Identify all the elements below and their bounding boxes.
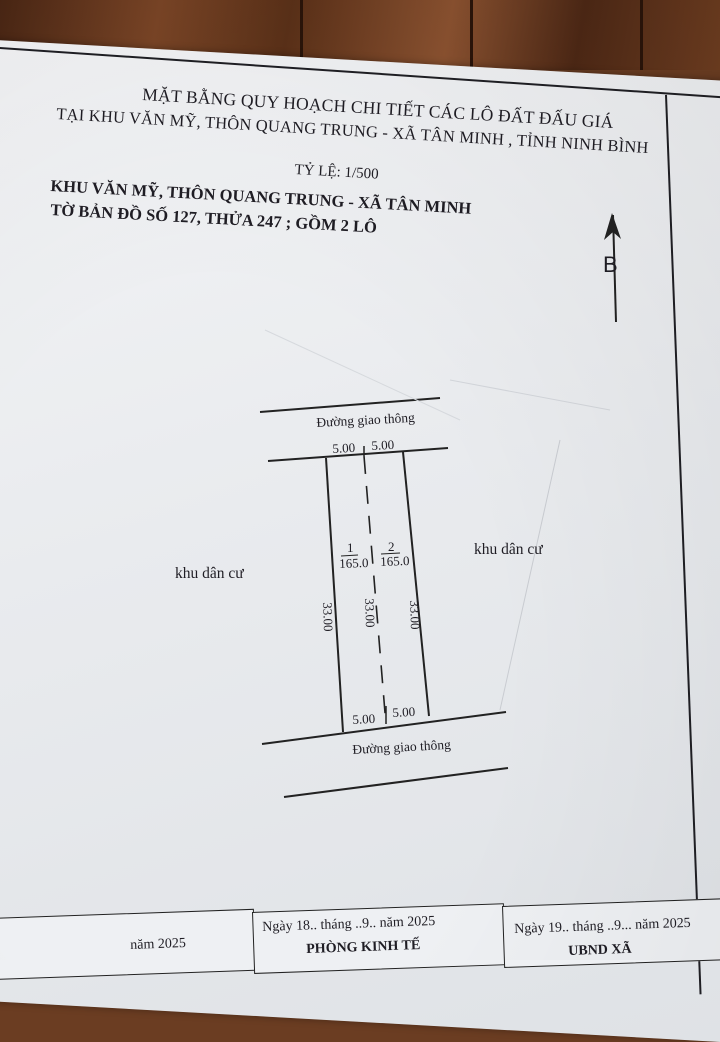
- lot2-area-divider: [380, 552, 401, 555]
- area-right-label: khu dân cư: [474, 541, 543, 558]
- bottom-width-lot2: 5.00: [392, 703, 416, 720]
- road-top-line: [259, 397, 441, 413]
- faint-line: [499, 439, 561, 711]
- lot2-area: 165.0: [380, 552, 410, 569]
- faint-line: [449, 379, 611, 411]
- office-right: UBND XÃ: [568, 941, 632, 959]
- lot1-area: 165.0: [339, 554, 369, 571]
- lot-left-boundary: [325, 457, 344, 733]
- north-label: B: [603, 252, 618, 277]
- depth-middle: 33.00: [362, 598, 379, 628]
- lot-divider: [363, 455, 387, 726]
- bottom-width-lot1: 5.00: [352, 710, 376, 727]
- road-bottom-edge: [261, 711, 507, 745]
- area-left-label: khu dân cư: [175, 565, 244, 582]
- date-left-partial: năm 2025: [130, 936, 187, 953]
- lot1-area-divider: [340, 554, 359, 557]
- faint-line: [264, 329, 461, 421]
- lot2-number: 2: [388, 539, 395, 554]
- depth-left: 33.00: [320, 602, 337, 632]
- depth-right: 33.00: [407, 600, 424, 630]
- signature-box-left: [0, 908, 257, 980]
- lot1-number: 1: [347, 540, 354, 555]
- road-bottom-line: [283, 767, 509, 798]
- lot-right-boundary: [402, 451, 430, 717]
- north-arrow-icon: [604, 213, 621, 323]
- road-top-edge: [267, 447, 449, 462]
- top-width-lot1: 5.00: [332, 439, 356, 456]
- top-width-lot2: 5.00: [371, 436, 395, 453]
- drawing-layer: [259, 213, 621, 798]
